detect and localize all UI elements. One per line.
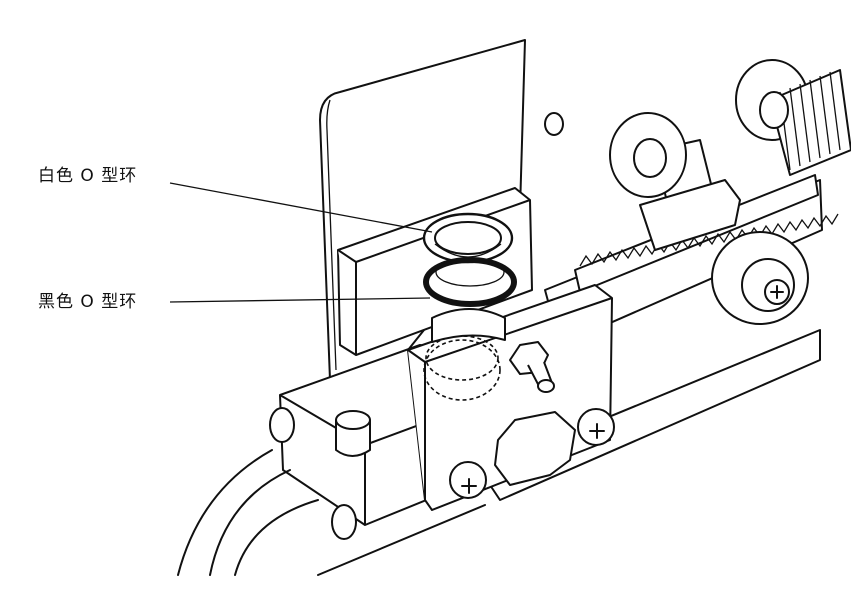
cable-middle	[209, 469, 291, 576]
hex-slot	[494, 411, 576, 486]
base-side-screw-upper	[269, 407, 295, 443]
knurled-roller	[735, 59, 851, 176]
callout-white-o-ring: 白色 O 型环	[38, 166, 138, 186]
base-side-screw-lower	[331, 504, 357, 540]
phillips-screw-icon	[589, 423, 605, 439]
plate-knob	[544, 112, 564, 136]
base-bolt	[335, 410, 371, 457]
phillips-screw-icon	[770, 285, 784, 299]
ring-seat	[431, 308, 506, 343]
black-o-ring	[423, 257, 517, 307]
hex-nut-icon	[509, 341, 555, 393]
leader-line-white	[169, 182, 433, 233]
hidden-bore	[423, 339, 501, 401]
lower-wheel	[711, 231, 809, 325]
clamp-screw-right	[577, 408, 615, 446]
leader-line-black	[169, 297, 431, 303]
white-o-ring	[422, 212, 514, 264]
clamp-screw-left	[449, 461, 487, 499]
callout-black-o-ring: 黑色 O 型环	[38, 292, 138, 312]
hidden-bore-top	[425, 335, 499, 381]
slide-block	[639, 179, 741, 251]
cable-outer	[177, 449, 273, 576]
cable-inner	[234, 499, 319, 576]
base-bottom-line	[317, 504, 486, 576]
back-plate-edge	[326, 99, 337, 371]
phillips-screw-icon	[461, 478, 477, 494]
